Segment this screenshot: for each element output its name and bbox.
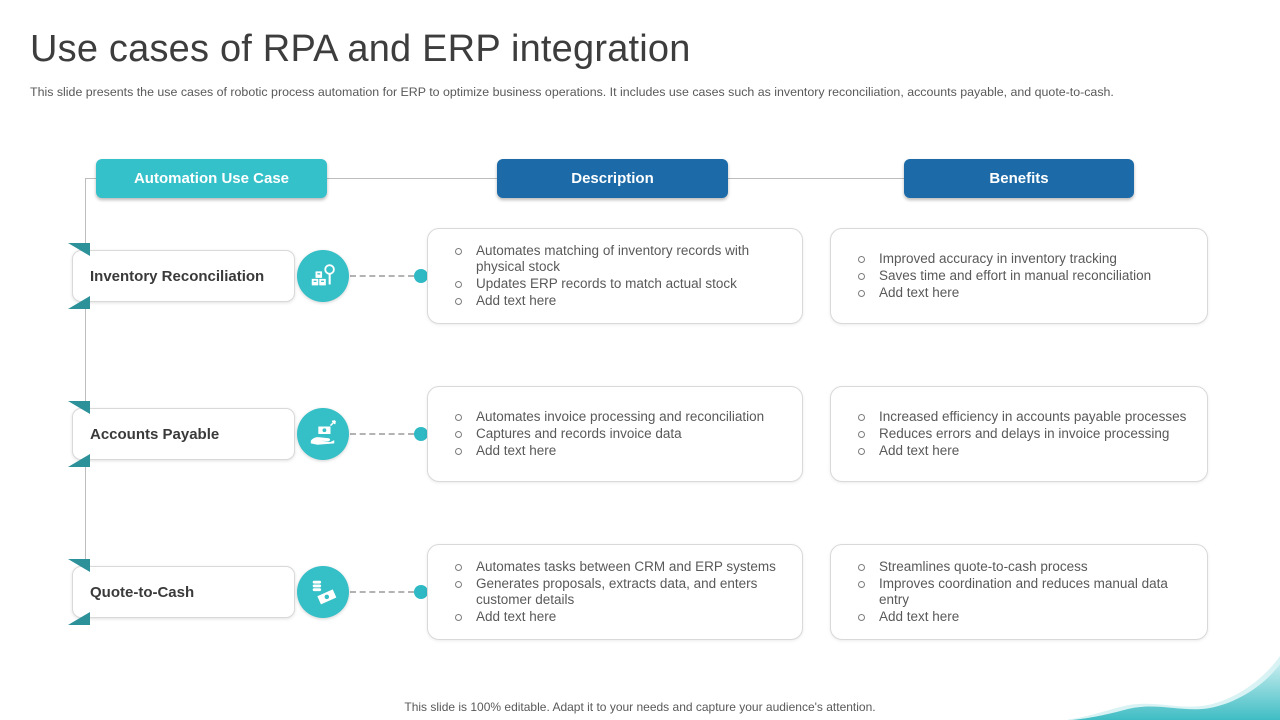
bullet-item: Automates invoice processing and reconci… (452, 409, 764, 425)
column-header-description[interactable]: Description (497, 159, 728, 198)
subtitle: This slide presents the use cases of rob… (30, 85, 1114, 99)
use-case-label-accounts-payable[interactable]: Accounts Payable (68, 401, 295, 467)
bullet-item: Improved accuracy in inventory tracking (855, 251, 1151, 267)
description-list: Automates invoice processing and reconci… (452, 408, 764, 461)
corner-triangle-icon (68, 612, 90, 625)
description-card[interactable]: Automates matching of inventory records … (427, 228, 803, 324)
benefits-list: Increased efficiency in accounts payable… (855, 408, 1186, 461)
bullet-item: Add text here (855, 443, 1186, 459)
dashed-connector (350, 591, 414, 593)
corner-triangle-icon (68, 296, 90, 309)
corner-triangle-icon (68, 454, 90, 467)
corner-triangle-icon (68, 559, 90, 572)
use-case-icon-circle (297, 250, 349, 302)
description-card[interactable]: Automates invoice processing and reconci… (427, 386, 803, 482)
corner-triangle-icon (68, 243, 90, 256)
hand-holding-money-icon (310, 420, 336, 445)
description-list: Automates tasks between CRM and ERP syst… (452, 558, 784, 627)
use-case-icon-circle (297, 566, 349, 618)
bullet-item: Improves coordination and reduces manual… (855, 576, 1189, 608)
use-case-label-text: Accounts Payable (90, 425, 220, 443)
use-case-label-inventory-reconciliation[interactable]: Inventory Reconciliation (68, 243, 295, 309)
bullet-item: Add text here (855, 609, 1189, 625)
connector-dot (414, 585, 428, 599)
bullet-item: Add text here (452, 609, 784, 625)
corner-triangle-icon (68, 401, 90, 414)
use-case-label-text: Quote-to-Cash (90, 583, 195, 601)
bullet-item: Streamlines quote-to-cash process (855, 559, 1189, 575)
inventory-boxes-magnifier-icon (311, 264, 335, 286)
coins-banknote-icon (312, 580, 337, 605)
bullet-item: Automates tasks between CRM and ERP syst… (452, 559, 784, 575)
benefits-card[interactable]: Increased efficiency in accounts payable… (830, 386, 1208, 482)
rows-connector-line (85, 178, 86, 615)
description-card[interactable]: Automates tasks between CRM and ERP syst… (427, 544, 803, 640)
page-title: Use cases of RPA and ERP integration (30, 28, 691, 70)
bullet-item: Generates proposals, extracts data, and … (452, 576, 784, 608)
column-header-benefits[interactable]: Benefits (904, 159, 1134, 198)
bullet-item: Add text here (855, 285, 1151, 301)
use-case-icon-circle (297, 408, 349, 460)
bullet-item: Reduces errors and delays in invoice pro… (855, 426, 1186, 442)
bullet-item: Increased efficiency in accounts payable… (855, 409, 1186, 425)
description-list: Automates matching of inventory records … (452, 242, 784, 311)
bullet-item: Captures and records invoice data (452, 426, 764, 442)
use-case-label-quote-to-cash[interactable]: Quote-to-Cash (68, 559, 295, 625)
bullet-item: Updates ERP records to match actual stoc… (452, 276, 784, 292)
column-header-automation-use-case[interactable]: Automation Use Case (96, 159, 327, 198)
bullet-item: Add text here (452, 293, 784, 309)
dashed-connector (350, 275, 414, 277)
connector-dot (414, 269, 428, 283)
bullet-item: Add text here (452, 443, 764, 459)
connector-dot (414, 427, 428, 441)
bullet-item: Automates matching of inventory records … (452, 243, 784, 275)
editable-note: This slide is 100% editable. Adapt it to… (404, 700, 876, 714)
use-case-label-text: Inventory Reconciliation (90, 267, 265, 285)
bullet-item: Saves time and effort in manual reconcil… (855, 268, 1151, 284)
decorative-wave (1068, 656, 1280, 720)
dashed-connector (350, 433, 414, 435)
